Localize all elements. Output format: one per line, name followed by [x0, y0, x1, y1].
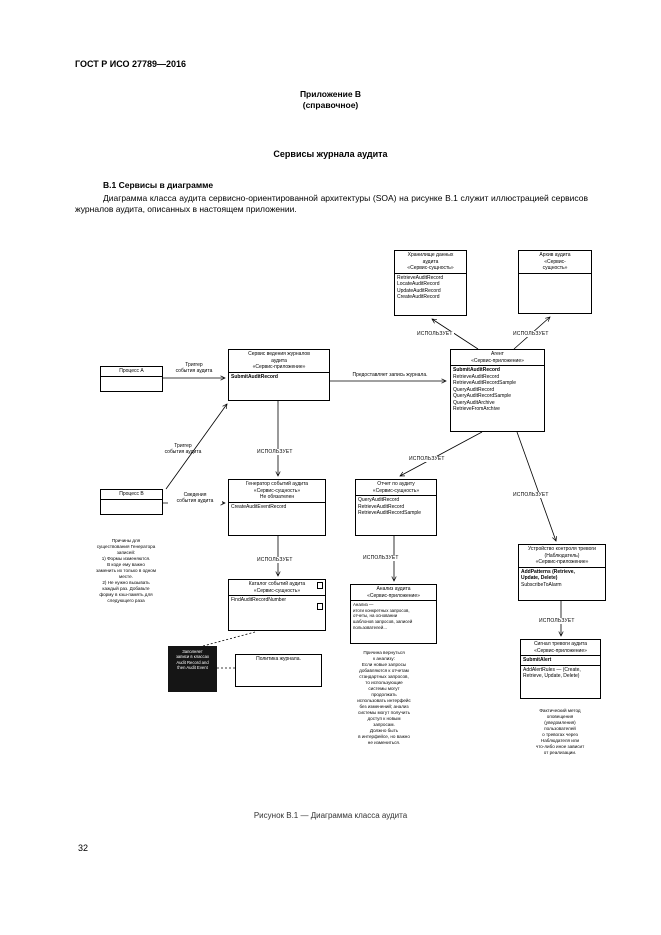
uses-label: ИСПОЛЬЗУЕТ [512, 331, 550, 337]
class-box-title: Генератор событий аудита «Сервис-сущност… [229, 480, 325, 503]
body-paragraph: Диаграмма класса аудита сервисно-ориенти… [75, 193, 588, 214]
class-method: RetrieveFromArchive [453, 406, 500, 412]
class-method: CreateAuditRecord [397, 294, 440, 300]
page-number: 32 [78, 843, 89, 853]
class-method: RetrieveAuditRecord [358, 503, 405, 510]
class-box-event-catalog: Каталог событий аудита «Сервис-сущность»… [228, 579, 326, 631]
class-method: RetrieveAuditRecord [397, 274, 444, 281]
class-box-title: Политика журнала. [256, 656, 301, 662]
class-method: RetrieveAuditRecord [453, 373, 500, 380]
class-box-audit-analysis: Анализ аудита «Сервис-приложение» Анализ… [350, 584, 437, 644]
class-box-title: Отчет по аудиту «Сервис-сущность» [356, 480, 436, 496]
uses-label: ИСПОЛЬЗУЕТ [256, 449, 294, 455]
class-method: CreateAuditEventRecord [231, 503, 287, 510]
class-box-title: Сигнал тревоги аудита «Сервис-приложение… [521, 640, 600, 656]
class-box-title: Хранилище данных аудита «Сервис-сущность… [395, 251, 466, 274]
section-title: Сервисы журнала аудита [273, 149, 388, 159]
class-box-title: Процесс А [101, 367, 162, 377]
class-method: SubmitAuditRecord [453, 367, 500, 373]
document-icon [317, 582, 323, 589]
class-box-log-policy: Политика журнала. [235, 654, 322, 687]
class-method: SubscribeToAlarm [521, 581, 562, 588]
class-method: FindAuditRecordNumber [231, 597, 287, 603]
class-method: QueryAuditArchive [453, 399, 495, 406]
class-method: AddPatterns (Retrieve, Update, Delete) [521, 568, 575, 582]
subsection-title: В.1 Сервисы в диаграмме [103, 180, 214, 190]
document-icon [317, 603, 323, 610]
class-method: QueryAuditRecordSample [453, 393, 512, 399]
uses-label: ИСПОЛЬЗУЕТ [538, 618, 576, 624]
class-box-title: Агент «Сервис-приложение» [451, 350, 544, 366]
uses-label: ИСПОЛЬЗУЕТ [416, 331, 454, 337]
class-body-text: Анализ — итоги конкретных запросов, отче… [353, 602, 413, 630]
note-alert-method: Фактический метод оповещения (уведомлени… [535, 708, 585, 755]
class-box-title: Каталог событий аудита «Сервис-сущность» [229, 580, 325, 596]
class-box-agent: Агент «Сервис-приложение» SubmitAuditRec… [450, 349, 545, 432]
uses-label: ИСПОЛЬЗУЕТ [362, 555, 400, 561]
class-box-title: Архив аудита «Сервис- сущность» [519, 251, 591, 274]
class-method: QueryAuditRecord [453, 386, 495, 393]
figure-caption: Рисунок В.1 — Диаграмма класса аудита [253, 811, 408, 820]
class-box-logging-service: Сервис ведения журналов аудита «Сервис-п… [228, 349, 330, 401]
arrow-label-event-details: Сведения события аудита [168, 492, 222, 504]
arrow-label-trigger-b: Триггер события аудита [164, 443, 202, 455]
appendix-title: Приложение В [299, 89, 362, 99]
uses-label: ИСПОЛЬЗУЕТ [408, 456, 446, 462]
class-box-alert-monitor: Устройство контроля тревоги (Наблюдатель… [518, 544, 606, 601]
class-box-title: Сервис ведения журналов аудита «Сервис-п… [229, 350, 329, 373]
class-method: LocateAuditRecord [397, 281, 440, 287]
class-box-event-generator: Генератор событий аудита «Сервис-сущност… [228, 479, 326, 536]
class-box-title: Процесс В [101, 490, 162, 500]
class-box-archive: Архив аудита «Сервис- сущность» [518, 250, 592, 314]
class-method: QueryAuditRecord [358, 497, 400, 503]
class-method: SubmitAlert [521, 657, 600, 666]
arrow-label-provides: Предоставляет запись журнала. [352, 372, 428, 378]
class-method: RetrieveAuditRecordSample [358, 510, 422, 516]
class-box-audit-report: Отчет по аудиту «Сервис-сущность» QueryA… [355, 479, 437, 536]
class-method: AddAlertRules — (Create, Retrieve, Updat… [523, 666, 581, 680]
class-box-audit-alert: Сигнал тревоги аудита «Сервис-приложение… [520, 639, 601, 699]
note-generator-reasons: Причины для существования Генератора зап… [96, 538, 156, 603]
appendix-kind: (справочное) [302, 100, 359, 110]
arrow-label-trigger-a: Триггер события аудита [175, 362, 213, 374]
note-fill-classes: Заполняет записи в классах Audit Record … [168, 646, 217, 692]
class-box-process-a: Процесс А [100, 366, 163, 392]
uses-label: ИСПОЛЬЗУЕТ [256, 557, 294, 563]
uses-label: ИСПОЛЬЗУЕТ [512, 492, 550, 498]
class-box-repository: Хранилище данных аудита «Сервис-сущность… [394, 250, 467, 316]
note-analysis-reason: Причина вернуться к анализу: Если новые … [357, 650, 411, 745]
class-method: SubmitAuditRecord [231, 373, 278, 380]
class-method: UpdateAuditRecord [397, 287, 441, 294]
doc-header: ГОСТ Р ИСО 27789—2016 [75, 59, 187, 69]
class-box-title: Анализ аудита «Сервис-приложение» [351, 585, 436, 601]
class-box-process-b: Процесс В [100, 489, 163, 515]
class-method: RetrieveAuditRecordSample [453, 380, 517, 386]
class-box-title: Устройство контроля тревоги (Наблюдатель… [519, 545, 605, 568]
